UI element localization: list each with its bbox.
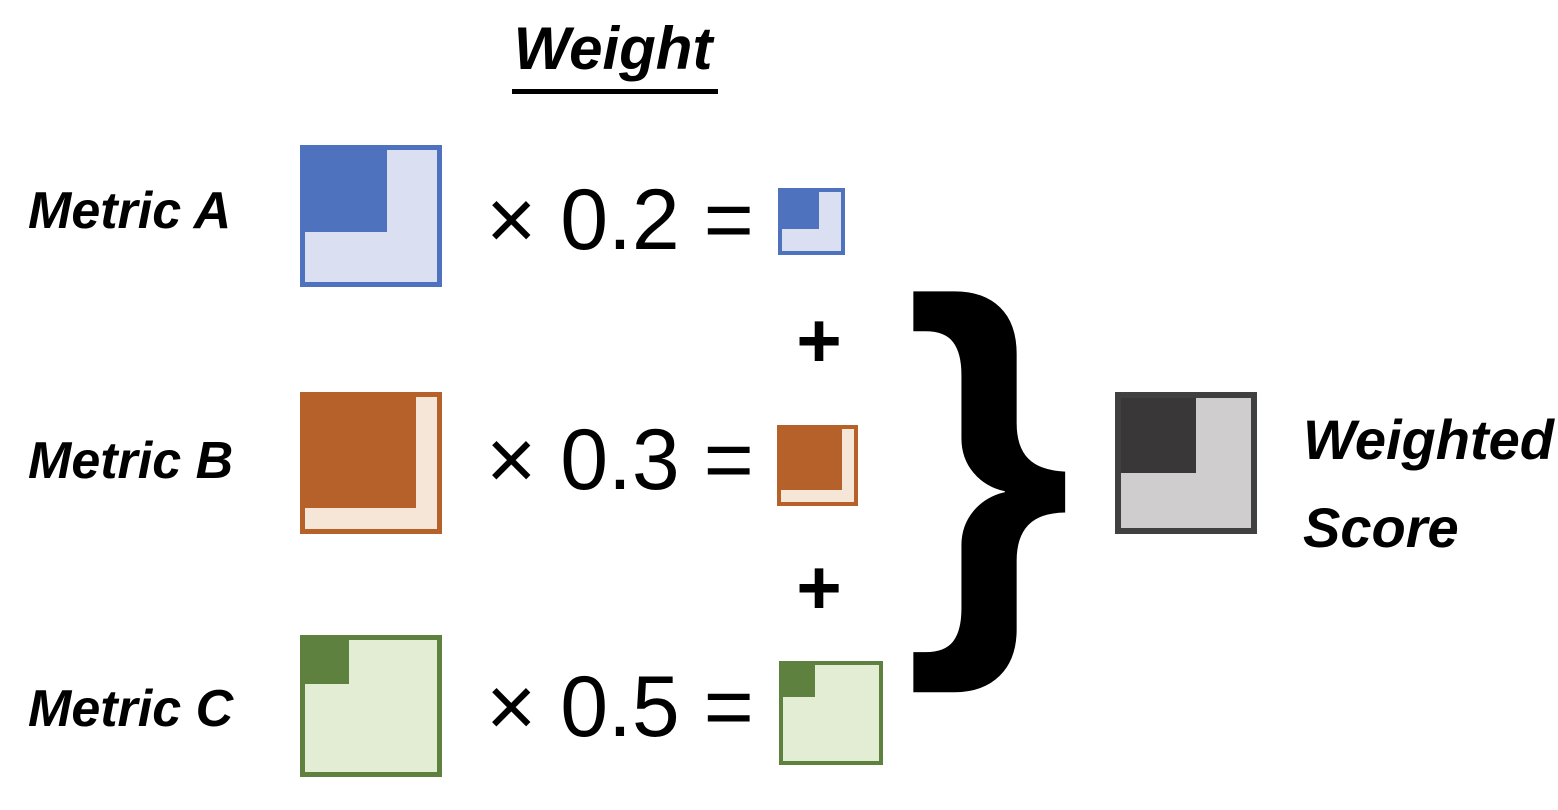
- metric-c-label: Metric C: [28, 680, 234, 738]
- metric-b-value-fill: [305, 397, 416, 508]
- metric-a-equation: × 0.2 =: [486, 172, 754, 268]
- metric-b-value-square: [300, 392, 442, 534]
- metric-c-value-fill: [305, 640, 349, 684]
- metric-a-result-fill: [782, 192, 819, 229]
- metric-c-value-square: [300, 635, 442, 777]
- curly-brace-icon: }: [904, 215, 1072, 695]
- weighted-score-fill: [1121, 398, 1197, 474]
- weighted-score-square: [1115, 392, 1257, 534]
- plus-icon-1: +: [796, 296, 842, 384]
- metric-c-result-fill: [783, 665, 815, 697]
- weighted-score-label: Weighted Score: [1303, 396, 1554, 572]
- metric-a-result-square: [778, 188, 845, 255]
- weight-title-text: Weight: [511, 14, 719, 94]
- metric-b-result-fill: [781, 429, 843, 491]
- weight-column-title: Weight: [500, 14, 730, 94]
- weighted-score-label-line1: Weighted: [1303, 408, 1554, 471]
- metric-a-value-fill: [305, 150, 387, 232]
- plus-icon-2: +: [796, 543, 842, 631]
- metric-a-label: Metric A: [28, 182, 232, 240]
- metric-b-equation: × 0.3 =: [486, 412, 754, 508]
- metric-b-result-square: [777, 425, 858, 506]
- metric-a-value-square: [300, 145, 442, 287]
- metric-c-result-square: [779, 661, 883, 765]
- metric-c-equation: × 0.5 =: [486, 659, 754, 755]
- weighted-score-label-line2: Score: [1303, 496, 1459, 559]
- metric-b-label: Metric B: [28, 432, 234, 490]
